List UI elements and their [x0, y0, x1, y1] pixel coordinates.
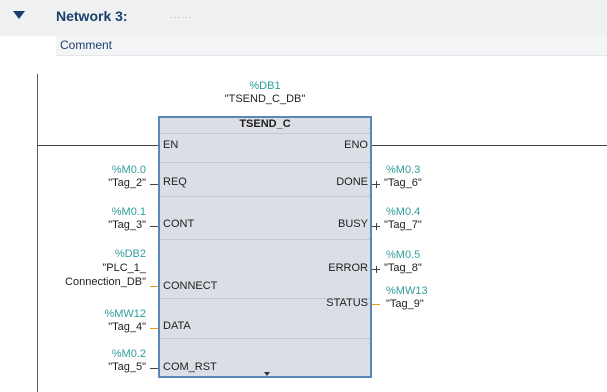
busy-tag[interactable]: "Tag_7" — [384, 219, 422, 231]
error-address[interactable]: %M0.5 — [386, 249, 421, 261]
req-tag[interactable]: "Tag_2" — [108, 177, 146, 189]
block-title-separator — [160, 133, 370, 134]
eno-wire — [372, 145, 607, 146]
data-pin[interactable]: DATA — [163, 320, 191, 332]
status-wire — [372, 304, 380, 305]
pin-row-separator — [160, 196, 370, 197]
en-wire — [37, 145, 158, 146]
connect-pin[interactable]: CONNECT — [163, 280, 218, 292]
connect-tag-line2[interactable]: Connection_DB" — [65, 276, 146, 288]
cont-tag[interactable]: "Tag_3" — [108, 219, 146, 231]
com-rst-pin[interactable]: COM_RST — [163, 361, 217, 373]
instance-db-name[interactable]: "TSEND_C_DB" — [224, 93, 306, 105]
status-tag[interactable]: "Tag_9" — [386, 298, 424, 310]
tsend-c-block[interactable] — [158, 116, 372, 378]
cont-pin[interactable]: CONT — [163, 218, 195, 230]
instance-db-address[interactable]: %DB1 — [249, 80, 281, 92]
busy-wire-tick — [376, 223, 377, 230]
data-tag[interactable]: "Tag_4" — [108, 321, 146, 333]
pin-row-separator — [160, 239, 370, 240]
network-comment-field[interactable] — [56, 36, 607, 56]
req-address[interactable]: %M0.0 — [111, 164, 146, 176]
error-tag[interactable]: "Tag_8" — [384, 262, 422, 274]
done-tag[interactable]: "Tag_6" — [384, 177, 422, 189]
connect-address[interactable]: %DB2 — [114, 248, 146, 260]
expand-block-icon[interactable] — [264, 372, 270, 376]
connect-tag-line1[interactable]: "PLC_1_ — [102, 262, 146, 274]
data-wire — [150, 328, 158, 329]
power-rail — [37, 74, 38, 392]
busy-address[interactable]: %M0.4 — [386, 206, 421, 218]
status-pin[interactable]: STATUS — [326, 297, 368, 309]
com-rst-tag[interactable]: "Tag_5" — [108, 361, 146, 373]
pin-row-separator — [160, 162, 370, 163]
cont-address[interactable]: %M0.1 — [111, 206, 146, 218]
data-address[interactable]: %MW12 — [104, 308, 146, 320]
network-title[interactable]: Network 3: — [56, 8, 128, 24]
status-address[interactable]: %MW13 — [386, 285, 428, 297]
error-wire-tick — [376, 266, 377, 273]
pin-row-separator — [160, 338, 370, 339]
network-title-placeholder[interactable]: ...... — [170, 10, 193, 21]
com-rst-wire — [150, 368, 158, 369]
pin-row-separator — [160, 298, 370, 299]
network-header — [0, 0, 607, 36]
req-wire — [150, 184, 158, 185]
cont-wire — [150, 226, 158, 227]
error-pin[interactable]: ERROR — [328, 262, 368, 274]
network-comment-label: Comment — [60, 38, 113, 52]
connect-wire — [150, 286, 158, 287]
en-pin[interactable]: EN — [163, 139, 179, 151]
busy-pin[interactable]: BUSY — [338, 218, 368, 230]
block-type-label: TSEND_C — [239, 118, 291, 130]
collapse-arrow-icon[interactable] — [13, 11, 25, 19]
done-wire-tick — [376, 181, 377, 188]
req-pin[interactable]: REQ — [163, 176, 187, 188]
eno-pin[interactable]: ENO — [344, 139, 368, 151]
done-pin[interactable]: DONE — [336, 176, 368, 188]
done-address[interactable]: %M0.3 — [386, 164, 421, 176]
com-rst-address[interactable]: %M0.2 — [111, 348, 146, 360]
